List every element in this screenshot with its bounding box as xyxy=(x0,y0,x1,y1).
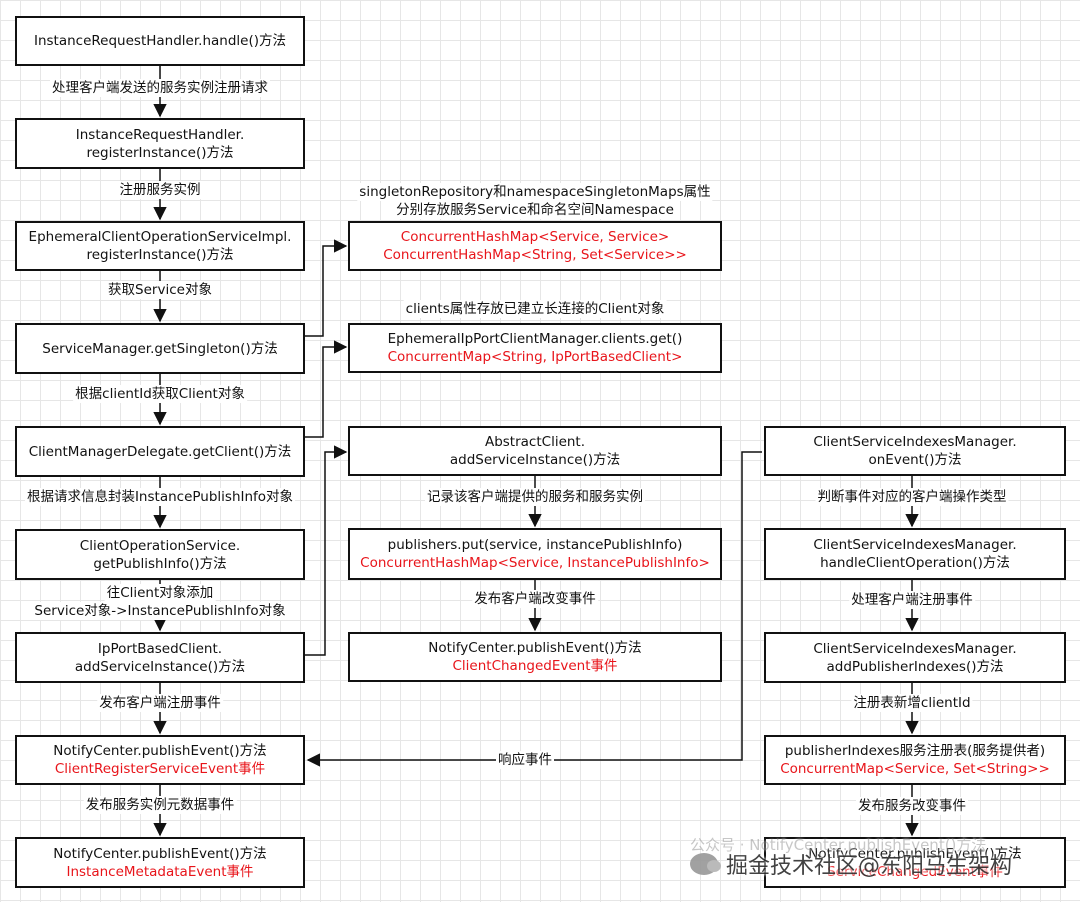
notify-register-service-event-box: NotifyCenter.publishEvent()方法 ClientRegi… xyxy=(15,735,305,785)
box-text: registerInstance()方法 xyxy=(86,247,234,263)
box-map-text: ConcurrentHashMap<Service, InstancePubli… xyxy=(360,555,710,571)
edge-label: 注册服务实例 xyxy=(117,181,203,199)
box-text: addServiceInstance()方法 xyxy=(449,452,621,468)
edge-label: 记录该客户端提供的服务和服务实例 xyxy=(425,488,645,506)
box-map-text: ConcurrentHashMap<Service, Service> xyxy=(400,229,670,245)
indexes-manager-handle-box: ClientServiceIndexesManager. handleClien… xyxy=(764,528,1066,580)
edge-label: 根据请求信息封装InstancePublishInfo对象 xyxy=(24,488,296,506)
edge-label: 往Client对象添加 xyxy=(104,584,216,602)
abstract-client-box: AbstractClient. addServiceInstance()方法 xyxy=(348,426,722,476)
notify-service-changed-event-box: NotifyCenter.publishEvent()方法 ServiceCha… xyxy=(764,837,1066,888)
box-text: EphemeralClientOperationServiceImpl. xyxy=(28,229,292,245)
edge-label: 获取Service对象 xyxy=(106,281,214,299)
box-text: InstanceRequestHandler.handle()方法 xyxy=(33,33,286,49)
edge-label: 发布服务改变事件 xyxy=(856,797,968,815)
ip-port-based-client-box: IpPortBasedClient. addServiceInstance()方… xyxy=(15,632,305,683)
client-manager-delegate-box: ClientManagerDelegate.getClient()方法 xyxy=(15,426,305,477)
box-event-text: ServiceChangedEvent事件 xyxy=(827,863,1003,880)
watermark-ghost-text: 公众号 · NotifyCenter.publishEvent()方法 xyxy=(690,836,987,854)
box-text: NotifyCenter.publishEvent()方法 xyxy=(53,845,267,862)
box-text: ClientServiceIndexesManager. xyxy=(813,434,1017,450)
watermark: 公众号 · NotifyCenter.publishEvent()方法 掘金技术… xyxy=(690,836,1070,882)
box-text: addServiceInstance()方法 xyxy=(74,658,246,675)
edge-label: Service对象->InstancePublishInfo对象 xyxy=(32,602,288,620)
box-text: ServiceManager.getSingleton()方法 xyxy=(42,340,278,357)
box-map-text: ConcurrentMap<String, IpPortBasedClient> xyxy=(387,349,683,365)
indexes-manager-on-event-box: ClientServiceIndexesManager. onEvent()方法 xyxy=(764,426,1066,476)
note-label: clients属性存放已建立长连接的Client对象 xyxy=(403,300,667,318)
box-text: ClientServiceIndexesManager. xyxy=(813,640,1017,657)
note-label: singletonRepository和namespaceSingletonMa… xyxy=(357,183,713,201)
respond-event-label: 响应事件 xyxy=(496,751,554,769)
box-map-text: ConcurrentMap<Service, Set<String>> xyxy=(780,761,1050,777)
indexes-manager-add-publisher-box: ClientServiceIndexesManager. addPublishe… xyxy=(764,632,1066,683)
instance-request-handler-handle-box: InstanceRequestHandler.handle()方法 xyxy=(15,16,305,66)
edge-label: 发布客户端注册事件 xyxy=(97,694,223,712)
edge-label: 发布服务实例元数据事件 xyxy=(83,796,237,814)
publisher-indexes-box: publisherIndexes服务注册表(服务提供者) ConcurrentM… xyxy=(764,735,1066,785)
box-text: ClientOperationService. xyxy=(79,537,241,554)
service-manager-get-singleton-box: ServiceManager.getSingleton()方法 xyxy=(15,323,305,374)
edge-label: 发布客户端改变事件 xyxy=(472,590,598,608)
box-event-text: InstanceMetadataEvent事件 xyxy=(66,863,254,880)
box-map-text: ConcurrentHashMap<String, Set<Service>> xyxy=(383,247,687,263)
box-event-text: ClientChangedEvent事件 xyxy=(452,658,618,674)
edge-label: 注册表新增clientId xyxy=(851,694,973,712)
box-text: publisherIndexes服务注册表(服务提供者) xyxy=(784,743,1046,759)
arrow-b5-m2 xyxy=(305,340,348,438)
publishers-put-box: publishers.put(service, instancePublishI… xyxy=(348,528,722,580)
edge-label: 根据clientId获取Client对象 xyxy=(73,385,247,403)
edge-label: 处理客户端注册事件 xyxy=(849,591,975,609)
arrow-b4-m1 xyxy=(305,239,348,337)
box-event-text: ClientRegisterServiceEvent事件 xyxy=(54,761,266,777)
box-text: onEvent()方法 xyxy=(868,452,962,468)
box-text: ClientServiceIndexesManager. xyxy=(813,537,1017,553)
clients-map-box: EphemeralIpPortClientManager.clients.get… xyxy=(348,323,722,373)
box-text: registerInstance()方法 xyxy=(86,144,234,161)
ephemeral-client-operation-box: EphemeralClientOperationServiceImpl. reg… xyxy=(15,221,305,271)
note-label: 分别存放服务Service和命名空间Namespace xyxy=(394,201,676,219)
box-text: addPublisherIndexes()方法 xyxy=(826,658,1004,675)
box-text: NotifyCenter.publishEvent()方法 xyxy=(53,743,267,759)
box-text: AbstractClient. xyxy=(484,434,586,450)
watermark-text: 掘金技术社区@东阳马生架构 xyxy=(726,854,1013,879)
notify-instance-metadata-event-box: NotifyCenter.publishEvent()方法 InstanceMe… xyxy=(15,837,305,888)
arrow-b7-m3 xyxy=(305,445,348,656)
edge-label: 处理客户端发送的服务实例注册请求 xyxy=(50,79,270,97)
client-operation-service-box: ClientOperationService. getPublishInfo()… xyxy=(15,529,305,580)
box-text: NotifyCenter.publishEvent()方法 xyxy=(808,845,1022,862)
box-text: InstanceRequestHandler. xyxy=(75,126,245,143)
service-map-box: ConcurrentHashMap<Service, Service> Conc… xyxy=(348,221,722,271)
box-text: publishers.put(service, instancePublishI… xyxy=(387,537,683,553)
box-text: ClientManagerDelegate.getClient()方法 xyxy=(28,443,292,460)
box-text: IpPortBasedClient. xyxy=(97,640,223,657)
notify-client-changed-event-box: NotifyCenter.publishEvent()方法 ClientChan… xyxy=(348,632,722,682)
edge-label: 判断事件对应的客户端操作类型 xyxy=(815,488,1009,506)
box-text: handleClientOperation()方法 xyxy=(820,555,1010,571)
wechat-icon xyxy=(690,853,721,875)
box-text: getPublishInfo()方法 xyxy=(93,555,227,572)
box-text: NotifyCenter.publishEvent()方法 xyxy=(428,640,642,656)
instance-request-handler-register-box: InstanceRequestHandler. registerInstance… xyxy=(15,118,305,169)
box-text: EphemeralIpPortClientManager.clients.get… xyxy=(387,331,683,347)
